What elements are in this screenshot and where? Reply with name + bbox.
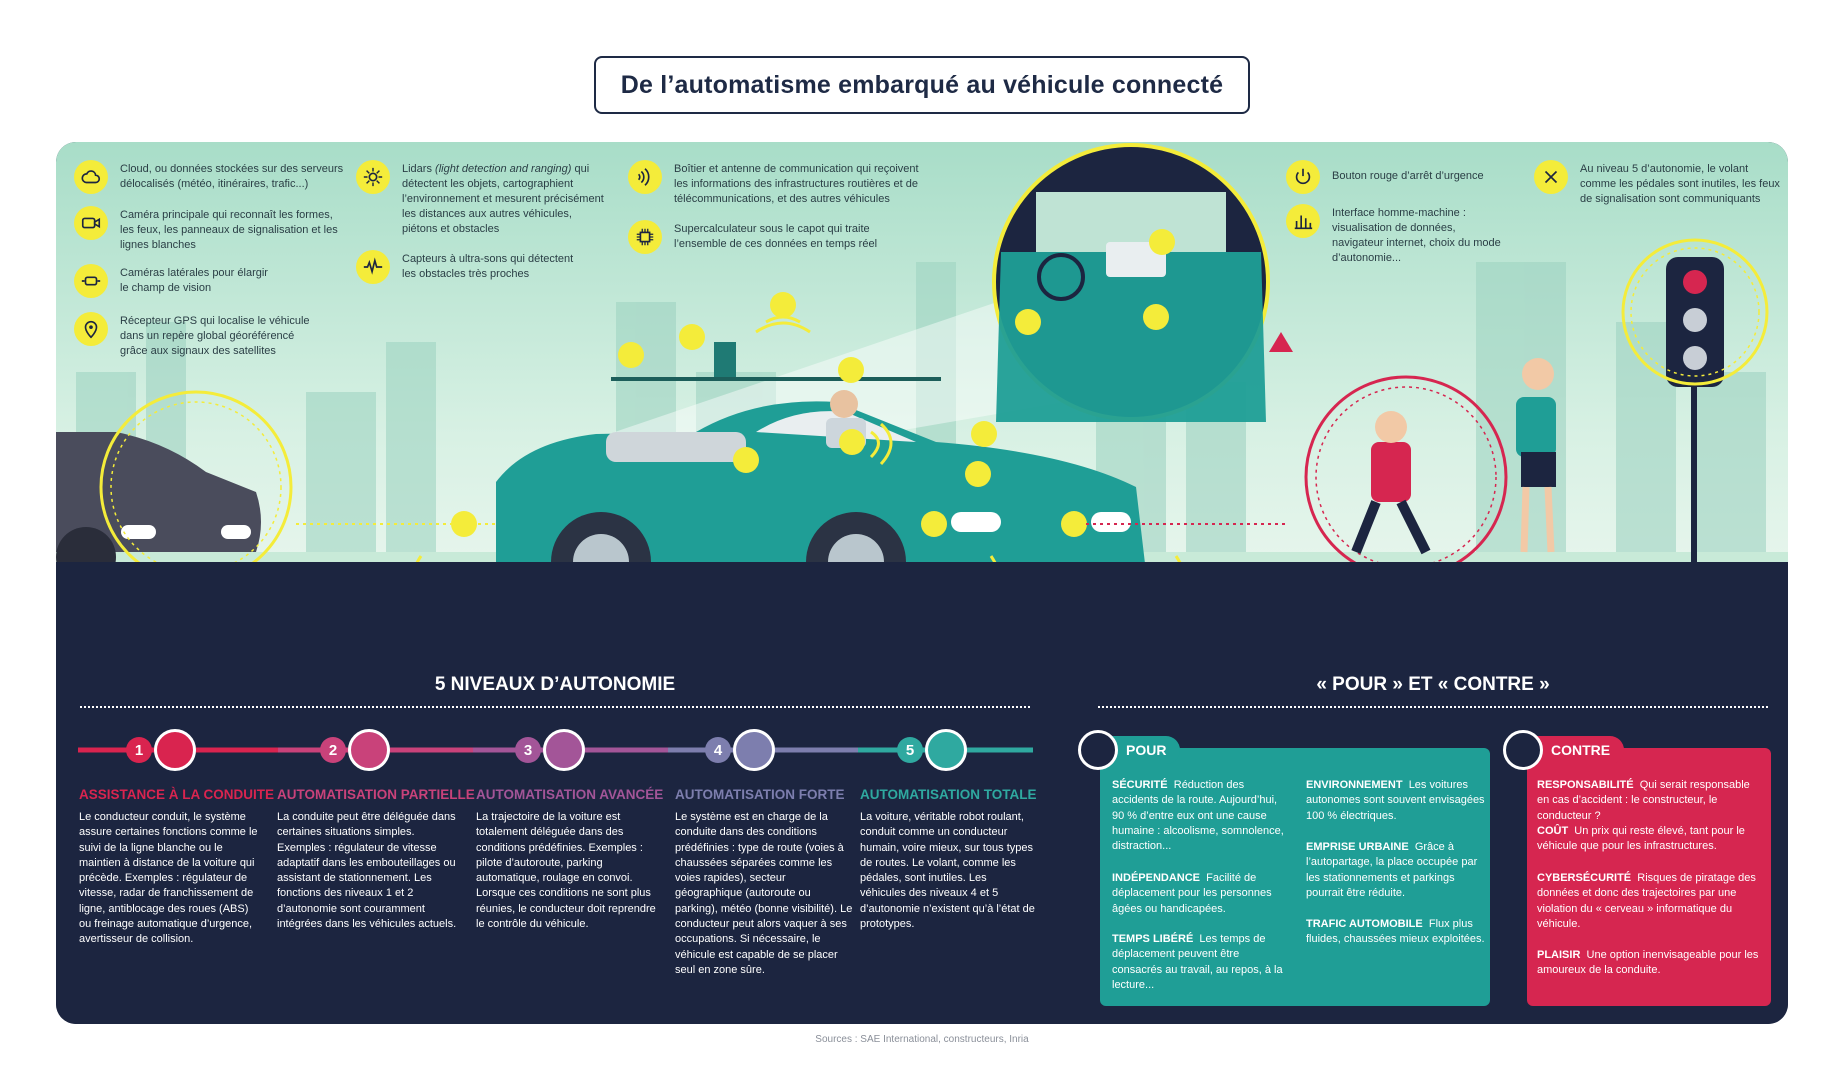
lidar-icon	[356, 160, 390, 194]
cloud-icon	[74, 160, 108, 194]
legend-main-camera: Caméra principale qui reconnaît les form…	[74, 206, 344, 253]
level-4-text: Le système est en charge de la conduite …	[675, 811, 853, 976]
side-camera-icon	[74, 264, 108, 298]
legend-ultrasound: Capteurs à ultra-sons qui détectent les …	[356, 250, 616, 284]
level-3-title: AUTOMATISATION AVANCÉE	[476, 787, 664, 802]
pour-item-trafic: TRAFIC AUTOMOBILE Flux plus fluides, cha…	[1306, 918, 1485, 946]
level-5-number: 5	[897, 737, 923, 763]
legend-side-cameras: Caméras latérales pour élargir le champ …	[74, 264, 344, 298]
level-4-car-icon	[733, 729, 775, 771]
procon-divider	[1098, 706, 1768, 708]
autonomous-car	[415, 292, 1182, 562]
legend-antenna: Boîtier et antenne de communication qui …	[628, 160, 928, 207]
level-2-text: La conduite peut être déléguée dans cert…	[277, 811, 457, 931]
level-1-text: Le conducteur conduit, le système assure…	[79, 811, 258, 946]
road-section	[56, 562, 1788, 1024]
levels-section-title: 5 NIVEAUX D’AUTONOMIE	[434, 674, 676, 695]
cockpit-view	[992, 143, 1270, 422]
green-light-icon	[1078, 730, 1118, 770]
contre-item-cout: COÛT Un prix qui reste élevé, tant pour …	[1537, 825, 1745, 853]
contre-box	[1527, 748, 1771, 1006]
contre-item-plaisir: PLAISIR Une option inenvisageable pour l…	[1537, 949, 1759, 977]
red-light-icon	[1503, 730, 1543, 770]
ultrasound-icon	[356, 250, 390, 284]
traffic-light	[1621, 238, 1769, 562]
level-3-text: La trajectoire de la voiture est totalem…	[476, 811, 656, 931]
levels-divider	[80, 706, 1030, 708]
contre-item-cybersecurite: CYBERSÉCURITÉ Risques de piratage des do…	[1537, 872, 1756, 930]
legend-lidar: Lidars (light detection and ranging) qui…	[356, 160, 616, 237]
city-skyline	[56, 143, 1788, 562]
level-5-title: AUTOMATISATION TOTALE	[860, 787, 1037, 802]
legend-emergency-button: Bouton rouge d’arrêt d’urgence	[1286, 160, 1506, 194]
pour-item-emprise-urbaine: EMPRISE URBAINE Grâce à l’autopartage, l…	[1306, 841, 1478, 899]
legend-gps: Récepteur GPS qui localise le véhicule d…	[74, 312, 344, 359]
title-box: De l’automatisme embarqué au véhicule co…	[594, 56, 1250, 114]
legend-supercomputer: Supercalculateur sous le capot qui trait…	[628, 220, 928, 254]
pour-item-temps-libere: TEMPS LIBÉRÉ Les temps de déplacement pe…	[1112, 933, 1283, 991]
level-4-number: 4	[705, 737, 731, 763]
level-4-title: AUTOMATISATION FORTE	[675, 787, 845, 802]
contre-item-responsabilite: RESPONSABILITÉ Qui serait responsable en…	[1537, 779, 1750, 822]
level-1-number: 1	[126, 737, 152, 763]
power-icon	[1286, 160, 1320, 194]
infographic-panel	[56, 142, 1788, 1024]
pour-box	[1100, 748, 1490, 1006]
level-5-text: La voiture, véritable robot roulant, con…	[860, 811, 1035, 931]
pedestrians	[1269, 332, 1556, 562]
level-5-car-icon	[925, 729, 967, 771]
level-3-car-icon	[543, 729, 585, 771]
city-sky-background	[56, 142, 1788, 562]
pour-item-securite: SÉCURITÉ Réduction des accidents de la r…	[1112, 779, 1284, 853]
gps-pin-icon	[74, 312, 108, 346]
procon-section-title: « POUR » ET « CONTRE »	[1316, 674, 1550, 695]
bar-chart-icon	[1286, 204, 1320, 238]
camera-icon	[74, 206, 108, 240]
level-2-car-icon	[348, 729, 390, 771]
legend-level5: Au niveau 5 d’autonomie, le volant comme…	[1534, 160, 1784, 207]
antenna-icon	[628, 160, 662, 194]
page-title: De l’automatisme embarqué au véhicule co…	[620, 70, 1224, 99]
level-2-number: 2	[320, 737, 346, 763]
pour-item-independance: INDÉPENDANCE Facilité de déplacement pou…	[1112, 872, 1272, 915]
legend-hmi: Interface homme-machine : visualisation …	[1286, 204, 1506, 266]
sources-caption: Sources : SAE International, constructeu…	[815, 1034, 1029, 1045]
rear-car	[56, 390, 293, 562]
close-x-icon	[1534, 160, 1568, 194]
chip-icon	[628, 220, 662, 254]
level-1-title: ASSISTANCE À LA CONDUITE	[79, 787, 275, 802]
level-1-car-icon	[154, 729, 196, 771]
level-3-number: 3	[515, 737, 541, 763]
pour-item-environnement: ENVIRONNEMENT Les voitures autonomes son…	[1306, 779, 1485, 822]
level-2-title: AUTOMATISATION PARTIELLE	[277, 787, 475, 802]
legend-cloud: Cloud, ou données stockées sur des serve…	[74, 160, 344, 194]
